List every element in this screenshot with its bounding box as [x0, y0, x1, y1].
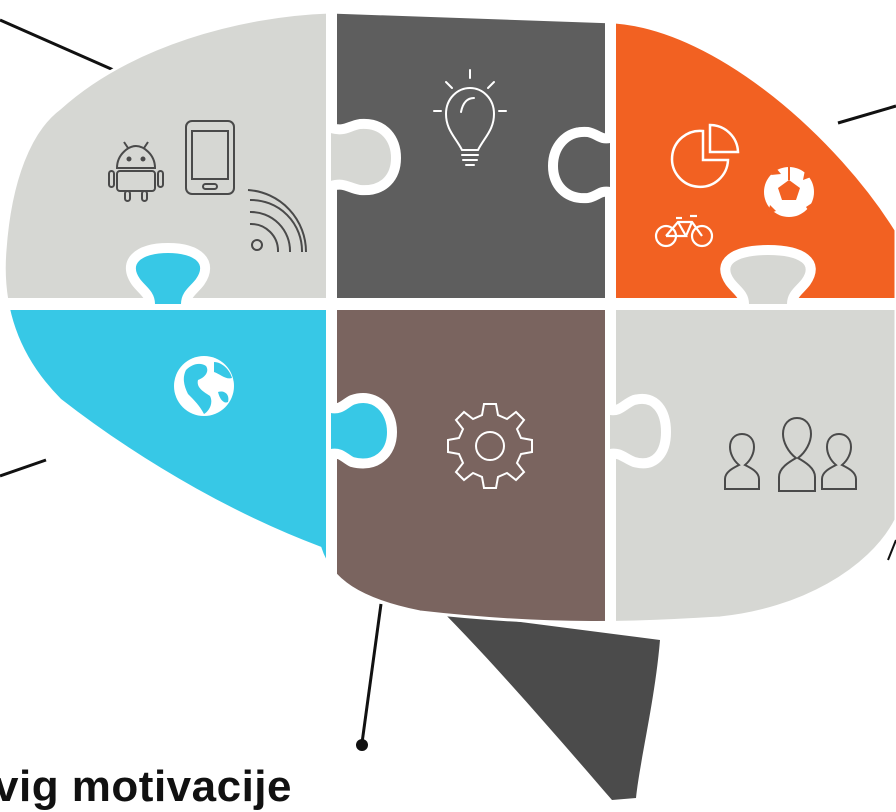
- puzzle-tab-top-left: [125, 243, 211, 305]
- puzzle-tab-top-middle: [329, 118, 401, 196]
- connector-line-bottom: [360, 603, 383, 744]
- rss-feed-icon: [247, 189, 308, 253]
- puzzle-piece-bottom-middle: [337, 310, 605, 623]
- connector-line-top-right: [837, 104, 896, 125]
- puzzle-tab-orange-bottom: [720, 245, 816, 305]
- puzzle-tab-top-right: [548, 126, 611, 204]
- lightbulb-icon: [433, 69, 507, 166]
- globe-icon: [174, 356, 234, 416]
- pie-chart-icon: [670, 123, 740, 189]
- brain-stem: [443, 612, 660, 800]
- puzzle-tab-bottom-middle: [330, 393, 397, 469]
- bicycle-icon: [654, 214, 714, 248]
- diagram-caption: vig motivacije: [0, 762, 293, 811]
- connector-line-top-left: [0, 18, 119, 74]
- puzzle-piece-bottom-right: [616, 310, 896, 623]
- connector-dot-bottom: [356, 739, 368, 751]
- android-icon: [108, 141, 164, 202]
- connector-line-right-edge: [887, 539, 896, 561]
- puzzle-tab-bottom-right: [609, 393, 671, 469]
- smartphone-icon: [185, 120, 235, 195]
- users-icon: [724, 416, 857, 492]
- brain-outline: [2, 10, 896, 624]
- soccer-ball-icon: [764, 167, 814, 217]
- connector-line-left: [0, 458, 47, 478]
- connector-lines: [0, 18, 896, 744]
- gear-icon: [447, 403, 533, 489]
